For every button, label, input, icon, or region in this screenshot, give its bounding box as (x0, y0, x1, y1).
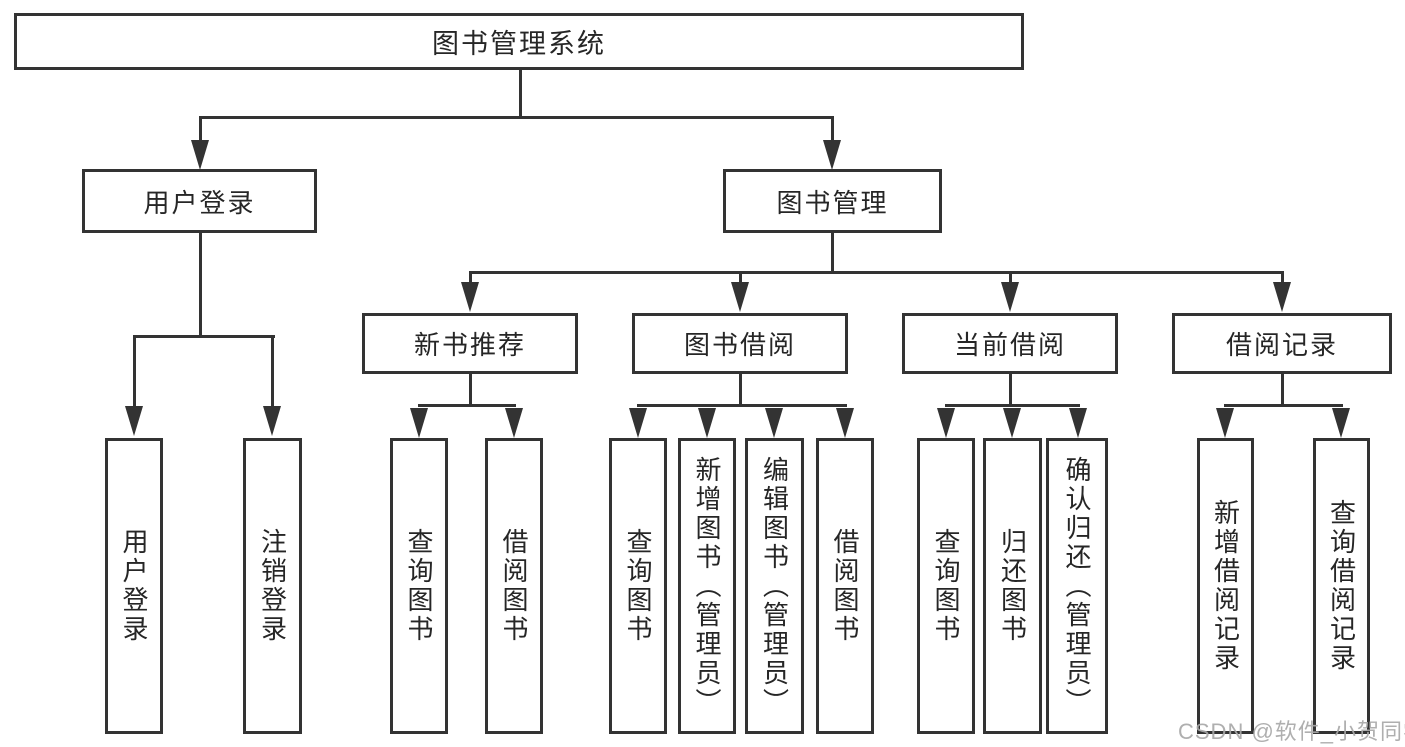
node-label: 借阅记录 (1225, 330, 1338, 360)
edge-line (418, 404, 516, 407)
arrowhead (1273, 282, 1291, 312)
edge-line (1281, 271, 1284, 283)
watermark: CSDN @软件_小贺同学 (1178, 719, 1405, 744)
edge-line (637, 404, 847, 407)
node-label: 查询图书 (623, 528, 653, 644)
leaf-return-books: 归还图书 (983, 438, 1042, 734)
arrowhead (1001, 282, 1019, 312)
node-label: 图书管理系统 (432, 29, 606, 59)
leaf-query-borrow-record: 查询借阅记录 (1313, 438, 1370, 734)
arrowhead (1003, 408, 1021, 438)
node-label: 借阅图书 (830, 528, 860, 644)
edge-line (1009, 374, 1012, 405)
leaf-add-books-admin: 新增图书（管理员） (678, 438, 736, 734)
node-current-borrow: 当前借阅 (902, 313, 1118, 374)
leaf-user-login: 用户登录 (105, 438, 163, 734)
arrowhead (629, 408, 647, 438)
node-label: 查询图书 (404, 528, 434, 644)
arrowhead (765, 408, 783, 438)
edge-line (1009, 271, 1012, 283)
edge-line (831, 116, 834, 142)
node-borrow-records: 借阅记录 (1172, 313, 1392, 374)
arrowhead (1216, 408, 1234, 438)
node-label: 查询借阅记录 (1326, 499, 1357, 673)
node-label: 归还图书 (997, 528, 1028, 644)
edge-line (739, 271, 742, 283)
node-book-management: 图书管理 (723, 169, 942, 233)
edge-line (133, 335, 275, 338)
leaf-edit-books-admin: 编辑图书（管理员） (745, 438, 804, 734)
node-label: 编辑图书（管理员） (759, 455, 790, 717)
edge-line (469, 374, 472, 405)
arrowhead (823, 140, 841, 170)
node-label: 图书借阅 (683, 330, 796, 360)
node-label: 新增借阅记录 (1210, 499, 1241, 673)
node-book-borrow: 图书借阅 (632, 313, 848, 374)
node-label: 当前借阅 (953, 330, 1066, 360)
arrowhead (1069, 408, 1087, 438)
leaf-query-books-borrow: 查询图书 (609, 438, 667, 734)
leaf-borrow-books-borrow: 借阅图书 (816, 438, 874, 734)
node-label: 借阅图书 (499, 528, 529, 644)
arrowhead (505, 408, 523, 438)
edge-line (739, 374, 742, 405)
node-label: 新书推荐 (413, 330, 526, 360)
arrowhead (191, 140, 209, 170)
arrowhead (461, 282, 479, 312)
leaf-confirm-return-admin: 确认归还（管理员） (1046, 438, 1108, 734)
edge-line (469, 271, 1284, 274)
arrowhead (1332, 408, 1350, 438)
arrowhead (410, 408, 428, 438)
node-user-login: 用户登录 (82, 169, 317, 233)
arrowhead (125, 406, 143, 436)
leaf-logout: 注销登录 (243, 438, 302, 734)
node-label: 用户登录 (143, 187, 256, 218)
node-label: 新增图书（管理员） (692, 455, 722, 717)
edge-line (1224, 404, 1343, 407)
edge-line (133, 335, 136, 408)
edge-line (271, 335, 274, 408)
arrowhead (731, 282, 749, 312)
arrowhead (263, 406, 281, 436)
edge-line (199, 116, 834, 119)
node-label: 注销登录 (257, 528, 288, 644)
arrowhead (836, 408, 854, 438)
node-library-system: 图书管理系统 (14, 13, 1024, 70)
edge-line (945, 404, 1080, 407)
leaf-query-books-current: 查询图书 (917, 438, 975, 734)
edge-line (469, 271, 472, 283)
edge-line (199, 116, 202, 142)
edge-line (199, 233, 202, 336)
node-new-book-recommend: 新书推荐 (362, 313, 578, 374)
edge-line (831, 233, 834, 272)
arrowhead (698, 408, 716, 438)
leaf-query-books-recommend: 查询图书 (390, 438, 448, 734)
edge-line (519, 70, 522, 117)
node-label: 图书管理 (776, 187, 889, 218)
arrowhead (937, 408, 955, 438)
node-label: 用户登录 (119, 528, 149, 644)
leaf-add-borrow-record: 新增借阅记录 (1197, 438, 1254, 734)
leaf-borrow-books-recommend: 借阅图书 (485, 438, 543, 734)
node-label: 查询图书 (931, 528, 961, 644)
edge-line (1281, 374, 1284, 405)
node-label: 确认归还（管理员） (1062, 455, 1092, 717)
